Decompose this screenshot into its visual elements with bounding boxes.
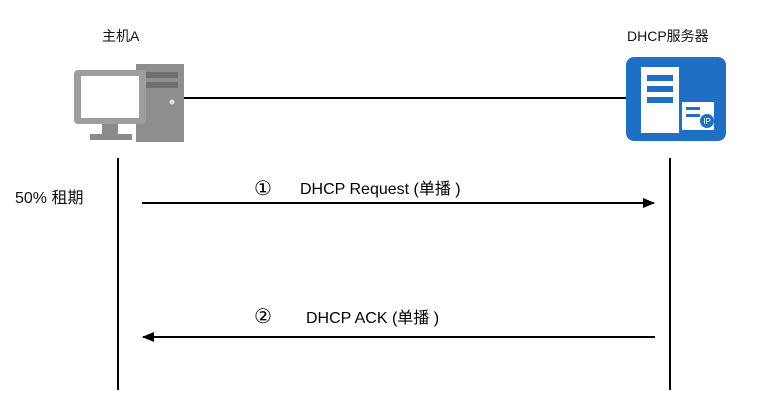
svg-text:IP: IP bbox=[703, 117, 711, 126]
request-message-label: DHCP Request (单播 ) bbox=[300, 181, 461, 198]
ack-message-label: DHCP ACK (单播 ) bbox=[306, 310, 440, 327]
server-label: DHCP服务器 bbox=[627, 28, 709, 44]
request-step-number: ① bbox=[254, 178, 272, 200]
host-label: 主机A bbox=[102, 28, 140, 44]
ack-step-number: ② bbox=[254, 306, 272, 328]
desktop-computer-icon bbox=[74, 64, 184, 142]
dhcp-server-icon: IP bbox=[626, 57, 726, 141]
lease-label: 50% 租期 bbox=[15, 190, 84, 207]
